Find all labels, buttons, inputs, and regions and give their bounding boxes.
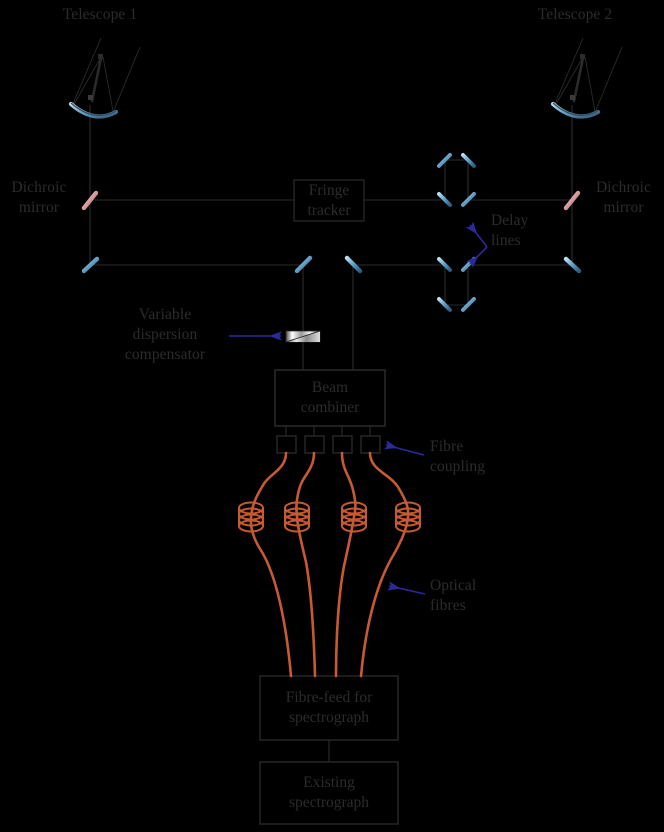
delay-line-upper-mirrors: [437, 153, 476, 207]
optical-fibre-3: [334, 451, 357, 678]
delay-line-lower-path: [444, 265, 469, 306]
delay-mirror2-lr: [461, 297, 476, 312]
fibre-coupling-port-1[interactable]: [276, 435, 297, 454]
fibre-coil-2: [284, 501, 310, 533]
optical-fibres-arrow: [387, 581, 426, 595]
telescope-2-primary-edge: [552, 102, 599, 117]
delay-line-lower[interactable]: [444, 265, 469, 306]
fibre-coils: [238, 501, 421, 533]
delay-lines-arrow-up: [465, 221, 488, 248]
delay-lines-arrow-down: [466, 246, 488, 268]
telescope-2-focus: [570, 95, 575, 100]
optical-fibre-1: [249, 451, 293, 678]
vdc-wedge-edge: [285, 330, 321, 343]
telescope-1-rays: [71, 37, 141, 111]
fold-mirror-left-bottom[interactable]: [81, 256, 100, 274]
telescope-2-secondary-support: [572, 56, 585, 103]
fringe-tracker-box[interactable]: [293, 179, 365, 222]
delay-line-upper-path: [444, 159, 469, 200]
optical-fibre-4: [359, 451, 410, 678]
delay-mirror-lr: [461, 192, 476, 207]
telescope-2-primary-mirror: [550, 101, 601, 119]
telescope-2-converging: [554, 56, 596, 112]
telescope-2-rays: [553, 37, 623, 111]
fibre-coil-1: [238, 501, 264, 533]
fold-mirror-right-bottom[interactable]: [563, 256, 582, 274]
telescope-1-primary-mirror: [68, 101, 119, 119]
fibre-coupling-port-4[interactable]: [360, 435, 381, 454]
delay-line-upper[interactable]: [444, 159, 469, 200]
beam-paths: [89, 105, 573, 370]
telescope-2[interactable]: [550, 37, 623, 119]
optical-fibres[interactable]: [249, 451, 410, 678]
telescope-2-secondary-mirror: [580, 54, 585, 59]
beam-combiner-box[interactable]: [274, 369, 386, 427]
delay-mirror2-ll: [437, 297, 452, 312]
telescope-1-focus: [88, 95, 93, 100]
fibre-coupling-ports[interactable]: [276, 426, 381, 454]
delay-mirror-ur: [461, 153, 476, 168]
fibre-coil-4: [395, 501, 421, 533]
optical-fibre-2: [295, 451, 317, 678]
telescope-1[interactable]: [68, 37, 141, 119]
fold-mirror-combiner-right[interactable]: [344, 255, 363, 274]
telescope-1-primary-edge: [70, 102, 117, 117]
dichroic-mirror-left[interactable]: [81, 190, 99, 211]
fibre-coil-3: [341, 501, 367, 533]
dichroic-mirror-right[interactable]: [563, 190, 581, 211]
telescope-2-label: Telescope 2: [537, 6, 613, 23]
fibre-coupling-arrow: [384, 440, 425, 456]
fibre-coupling-port-3[interactable]: [332, 435, 353, 454]
annotation-arrows: [229, 221, 488, 595]
telescope-1-converging: [72, 56, 114, 112]
fibre-coupling-port-2[interactable]: [304, 435, 325, 454]
delay-mirror2-ul: [437, 257, 452, 272]
delay-line-lower-mirrors: [437, 257, 476, 312]
fold-mirror-combiner-left[interactable]: [294, 255, 313, 274]
telescope-1-secondary-mirror: [98, 54, 103, 59]
variable-dispersion-compensator[interactable]: [285, 330, 321, 343]
telescope-1-label: Telescope 1: [62, 6, 138, 23]
delay-mirror-ul: [437, 153, 452, 168]
telescope-1-secondary-support: [90, 56, 103, 103]
delay-mirror-ll: [437, 192, 452, 207]
